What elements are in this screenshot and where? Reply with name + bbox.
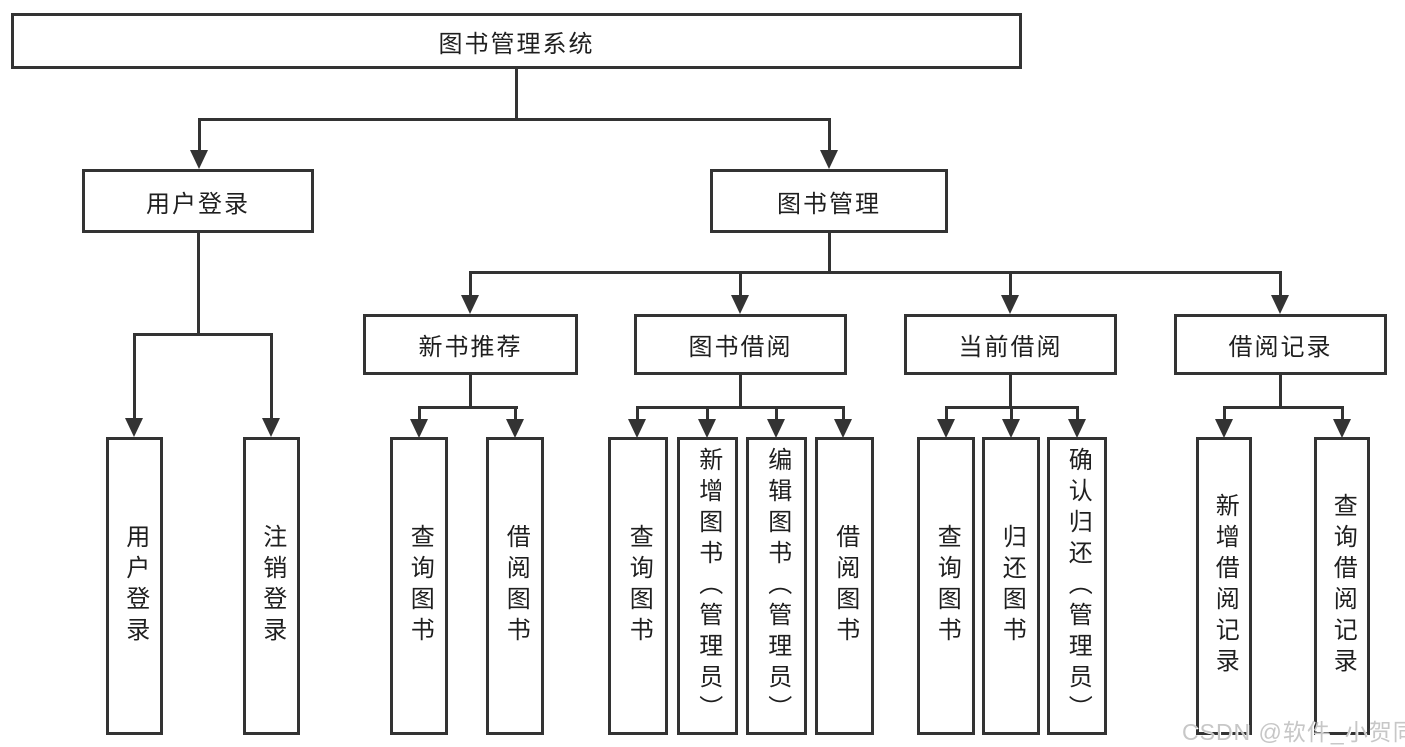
leaf-query-books-current: 查询图书 — [917, 437, 975, 735]
connector-line — [828, 118, 831, 152]
connector-line — [469, 271, 1282, 274]
connector-line — [775, 406, 778, 422]
node-user-login: 用户登录 — [82, 169, 314, 233]
leaf-label: 借阅图书 — [831, 524, 859, 648]
node-label: 当前借阅 — [958, 334, 1063, 361]
connector-line — [1010, 406, 1013, 422]
connector-line — [1341, 406, 1344, 422]
connector-line — [515, 69, 518, 120]
connector-line — [514, 406, 517, 422]
arrowhead-down-icon — [506, 419, 524, 438]
node-label: 用户登录 — [146, 190, 250, 218]
arrowhead-down-icon — [834, 419, 852, 438]
arrowhead-down-icon — [1333, 419, 1351, 438]
leaf-add-books-admin: 新增图书（管理员） — [677, 437, 738, 735]
node-new-book-recommendation: 新书推荐 — [363, 314, 578, 375]
connector-line — [828, 233, 831, 274]
node-book-management: 图书管理 — [710, 169, 948, 233]
leaf-return-books: 归还图书 — [982, 437, 1040, 735]
leaf-label: 新增图书（管理员） — [694, 446, 722, 726]
leaf-label: 确认归还（管理员） — [1064, 446, 1092, 726]
connector-line — [636, 406, 845, 409]
arrowhead-down-icon — [698, 419, 716, 438]
connector-line — [1009, 375, 1012, 409]
arrowhead-down-icon — [767, 419, 785, 438]
arrowhead-down-icon — [1002, 419, 1020, 438]
arrowhead-down-icon — [937, 419, 955, 438]
node-book-borrowing: 图书借阅 — [634, 314, 847, 375]
arrowhead-down-icon — [1271, 295, 1289, 314]
leaf-label: 查询借阅记录 — [1329, 493, 1357, 679]
connector-line — [1009, 271, 1012, 297]
node-borrowing-records: 借阅记录 — [1174, 314, 1387, 375]
connector-line — [418, 406, 421, 422]
leaf-label: 新增借阅记录 — [1211, 493, 1239, 679]
connector-line — [1279, 375, 1282, 409]
arrowhead-down-icon — [410, 419, 428, 438]
node-current-borrowing: 当前借阅 — [904, 314, 1117, 375]
connector-line — [418, 406, 518, 409]
leaf-label: 查询图书 — [933, 524, 961, 648]
connector-line — [469, 271, 472, 297]
arrowhead-down-icon — [731, 295, 749, 314]
csdn-watermark: CSDN @软件_小贺同学 — [1182, 719, 1405, 745]
arrowhead-down-icon — [1068, 419, 1086, 438]
leaf-label: 查询图书 — [625, 524, 653, 648]
connector-line — [270, 333, 273, 421]
leaf-query-books-borrow: 查询图书 — [608, 437, 668, 735]
node-label: 借阅记录 — [1228, 334, 1333, 361]
leaf-logout: 注销登录 — [243, 437, 300, 735]
node-label: 新书推荐 — [418, 334, 523, 361]
leaf-label: 借阅图书 — [502, 524, 530, 648]
leaf-label: 查询图书 — [406, 524, 434, 648]
leaf-label: 用户登录 — [121, 524, 149, 648]
connector-line — [636, 406, 639, 422]
leaf-edit-books-admin: 编辑图书（管理员） — [746, 437, 807, 735]
arrowhead-down-icon — [461, 295, 479, 314]
connector-line — [1076, 406, 1079, 422]
leaf-label: 编辑图书（管理员） — [763, 446, 791, 726]
connector-line — [945, 406, 948, 422]
connector-line — [739, 271, 742, 297]
connector-line — [1279, 271, 1282, 297]
leaf-label: 注销登录 — [258, 524, 286, 648]
connector-line — [198, 118, 831, 121]
arrowhead-down-icon — [1001, 295, 1019, 314]
node-library-management-system: 图书管理系统 — [11, 13, 1022, 69]
arrowhead-down-icon — [190, 150, 208, 169]
arrowhead-down-icon — [1215, 419, 1233, 438]
connector-line — [133, 333, 136, 421]
connector-line — [706, 406, 709, 422]
connector-line — [1223, 406, 1343, 409]
connector-line — [842, 406, 845, 422]
connector-line — [198, 118, 201, 152]
leaf-user-login: 用户登录 — [106, 437, 163, 735]
arrowhead-down-icon — [262, 418, 280, 437]
connector-line — [739, 375, 742, 409]
connector-line — [469, 375, 472, 409]
connector-line — [133, 333, 273, 336]
node-label: 图书管理 — [777, 190, 881, 218]
leaf-borrow-books: 借阅图书 — [815, 437, 874, 735]
leaf-confirm-return-admin: 确认归还（管理员） — [1047, 437, 1107, 735]
leaf-borrow-books-recommend: 借阅图书 — [486, 437, 544, 735]
connector-line — [1223, 406, 1226, 422]
arrowhead-down-icon — [628, 419, 646, 438]
arrowhead-down-icon — [820, 150, 838, 169]
leaf-label: 归还图书 — [998, 524, 1026, 648]
connector-line — [197, 233, 200, 336]
arrowhead-down-icon — [125, 418, 143, 437]
leaf-query-borrow-record: 查询借阅记录 — [1314, 437, 1370, 735]
node-label: 图书管理系统 — [438, 30, 595, 58]
leaf-add-borrow-record: 新增借阅记录 — [1196, 437, 1252, 735]
leaf-query-books-recommend: 查询图书 — [390, 437, 448, 735]
node-label: 图书借阅 — [688, 334, 793, 361]
